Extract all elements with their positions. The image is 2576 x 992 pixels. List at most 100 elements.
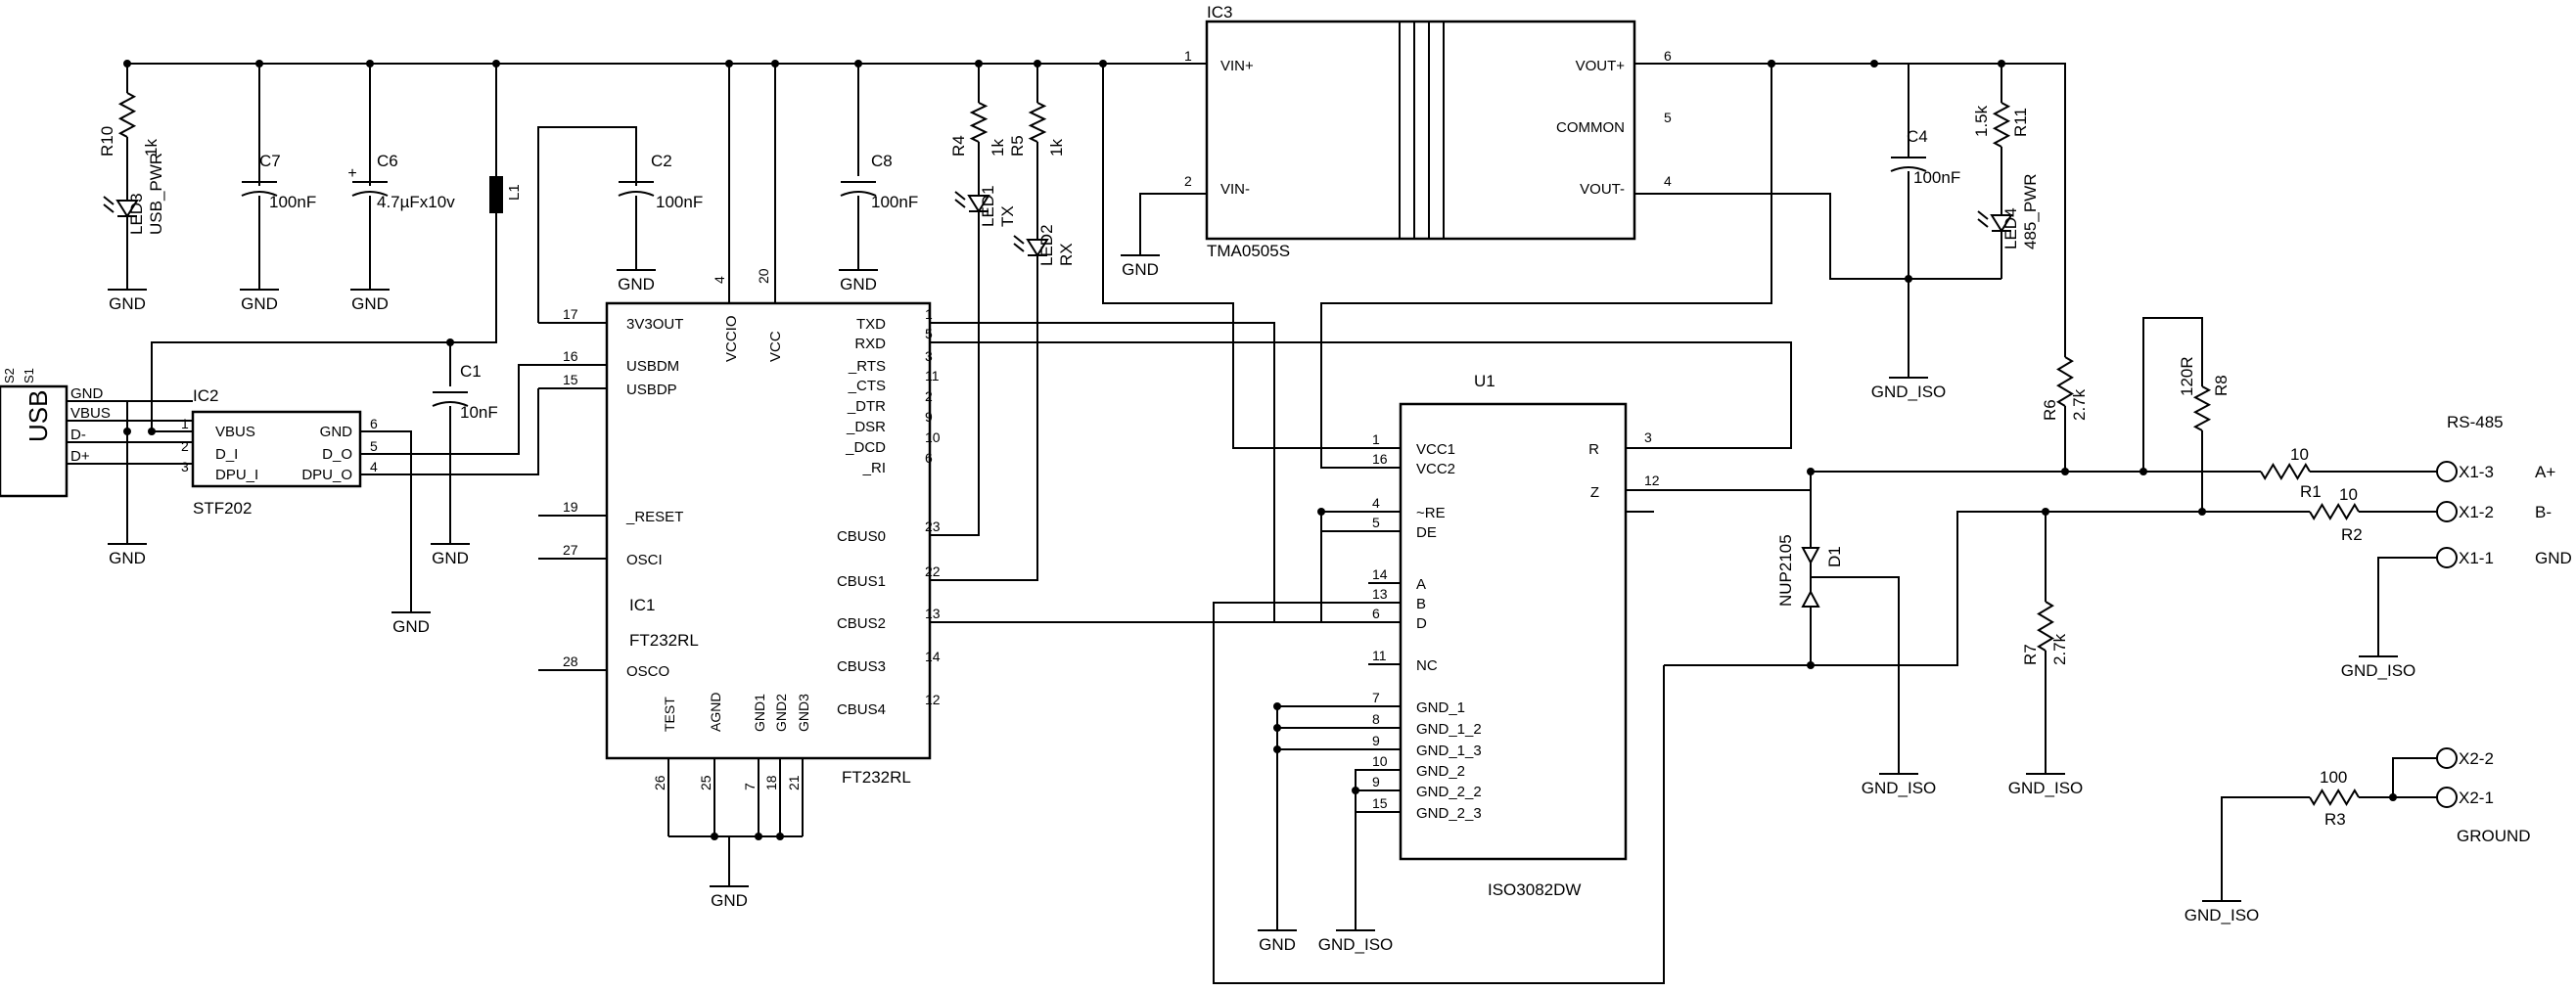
label: GROUND <box>2457 827 2531 845</box>
wire <box>151 213 497 431</box>
label: 28 <box>563 654 578 669</box>
label: GND_1_3 <box>1416 743 1482 759</box>
label: USBDP <box>626 382 677 398</box>
wire <box>1102 64 1368 449</box>
ic2-body <box>191 410 362 488</box>
label: L1 <box>506 184 523 201</box>
u1-part: ISO3082DW <box>1488 880 1581 899</box>
wire <box>1634 193 2001 280</box>
label: 4 <box>712 276 727 284</box>
label: 10 <box>1372 753 1388 769</box>
net-label-gnd: GND <box>840 275 877 293</box>
label: 12 <box>1644 473 1660 488</box>
label: GND_2_2 <box>1416 784 1482 800</box>
junction-dot <box>1870 60 1878 68</box>
label: GND <box>2535 549 2572 567</box>
label: VCC2 <box>1416 461 1455 477</box>
label: D_I <box>215 446 238 463</box>
net-label-gnd_iso: GND_ISO <box>2185 906 2260 924</box>
connector-pin <box>2436 787 2458 808</box>
connector-pin <box>2436 461 2458 482</box>
label: GND3 <box>796 694 811 732</box>
label: TX <box>998 205 1017 227</box>
led-ray <box>1013 243 1025 252</box>
ic2-part: STF202 <box>193 499 252 518</box>
label: 9 <box>1372 733 1380 748</box>
resistor-symbol <box>2260 463 2311 480</box>
label: C6 <box>377 152 398 170</box>
label: 1k <box>1047 139 1066 157</box>
label: VOUT- <box>1580 181 1625 198</box>
junction-dot <box>1273 745 1281 753</box>
net-label-gnd: GND <box>109 294 146 313</box>
label: VCC1 <box>1416 441 1455 458</box>
led-symbol <box>115 200 139 218</box>
label: CBUS3 <box>837 658 886 675</box>
label: NC <box>1416 657 1438 674</box>
label: _RTS <box>848 358 886 375</box>
label: X1-1 <box>2459 549 2494 567</box>
wire <box>1634 63 2066 357</box>
label: VCC <box>767 331 784 362</box>
label: 1 <box>1184 48 1192 64</box>
components <box>0 20 2458 931</box>
label: R <box>1588 441 1599 458</box>
net-label-gnd_iso: GND_ISO <box>2008 779 2084 797</box>
wire <box>930 341 1792 449</box>
label: 2.7k <box>2070 388 2089 421</box>
label: 12 <box>925 692 941 707</box>
tvs-diode-top <box>1801 547 1820 565</box>
net-label-gnd_iso: GND_ISO <box>2341 661 2416 680</box>
label: 100nF <box>656 193 703 211</box>
wire <box>1626 471 2261 491</box>
resistor-symbol <box>117 92 137 138</box>
label: CBUS1 <box>837 573 886 590</box>
wire <box>1664 511 2310 666</box>
label: 11 <box>1372 648 1387 663</box>
net-label-gnd_iso: GND_ISO <box>1862 779 1937 797</box>
junction-dot <box>1273 724 1281 732</box>
label: USB_PWR <box>147 153 165 235</box>
label: 2 <box>181 438 189 454</box>
led-ray <box>1013 235 1025 245</box>
label: 13 <box>1372 586 1388 602</box>
label: 11 <box>925 368 940 383</box>
label: 4 <box>1664 173 1672 189</box>
ic3-body <box>1205 20 1636 241</box>
label: NUP2105 <box>1776 534 1795 607</box>
label: VBUS <box>215 424 255 440</box>
led-ray <box>103 196 115 205</box>
wire <box>930 511 1368 623</box>
label: GND_2 <box>1416 763 1465 780</box>
label: 2 <box>1184 173 1192 189</box>
label: 16 <box>563 348 578 364</box>
label: S1 <box>22 368 36 383</box>
label: 5 <box>1664 110 1672 125</box>
label: A+ <box>2535 463 2555 481</box>
junction-dot <box>148 428 156 435</box>
ferrite-l1 <box>489 176 503 213</box>
wire <box>2359 757 2437 798</box>
label: _DTR <box>847 398 886 415</box>
label: 10 <box>2339 485 2358 504</box>
label: VOUT+ <box>1576 58 1626 74</box>
label: 15 <box>1372 795 1388 811</box>
label: TEST <box>662 697 677 732</box>
label: C4 <box>1907 127 1928 146</box>
label: D- <box>70 427 86 443</box>
label: 14 <box>925 649 941 664</box>
label: 26 <box>652 775 667 790</box>
label: 2.7k <box>2050 633 2069 665</box>
label: 13 <box>925 606 941 621</box>
net-label-gnd: GND <box>109 549 146 567</box>
label: USBDM <box>626 358 679 375</box>
wire <box>2377 557 2437 641</box>
label: 5 <box>370 438 378 454</box>
wires <box>67 60 2437 984</box>
label: VIN- <box>1220 181 1250 198</box>
label: 9 <box>1372 774 1380 789</box>
label: LED2 <box>1037 224 1056 266</box>
resistor-symbol <box>2192 385 2212 431</box>
wire <box>2142 317 2203 472</box>
